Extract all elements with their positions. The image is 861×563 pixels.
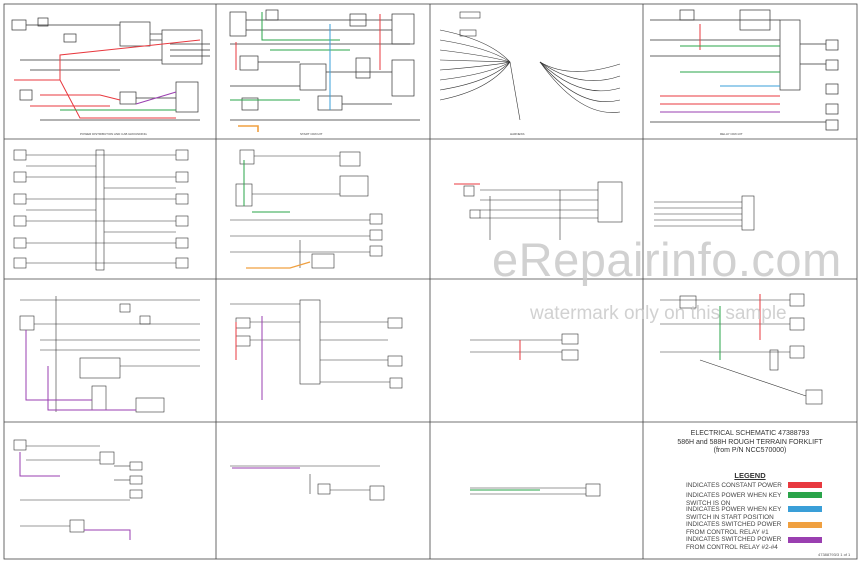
watermark-main: eRepairinfo.com [492,233,842,286]
panel-power-distribution: POWER DISTRIBUTION AND CAB GROUNDING [11,17,210,136]
panel-lighting-circuit [230,149,383,269]
panel-accessory-circuit [660,293,823,405]
panel-wire-harness: HARNESS [439,11,621,136]
panel-drive-circuit [19,296,200,413]
legend-item-key-on: INDICATES POWER WHEN KEY SWITCH IS ON [686,492,856,510]
legend-swatch-orange [788,522,822,528]
panel-sensor-circuit [654,195,755,231]
legend-label: INDICATES CONSTANT POWER [686,482,782,489]
watermark-sub: watermark only on this sample [530,303,787,324]
panel-wiper-circuit [230,465,385,501]
legend-item-key-start: INDICATES POWER WHEN KEY SWITCH IN START… [686,506,856,524]
legend-item-relay-2-4: INDICATES SWITCHED POWER FROM CONTROL RE… [686,536,856,554]
panel-start-circuit: START CIRCUIT [229,9,420,136]
svg-text:START CIRCUIT: START CIRCUIT [300,132,323,136]
panel-optional-circuit [470,483,601,497]
svg-text:POWER DISTRIBUTION AND CAB GRO: POWER DISTRIBUTION AND CAB GROUNDING [80,132,148,136]
panel-horn-circuit [470,333,579,361]
model-title: 586H and 588H ROUGH TERRAIN FORKLIFT [677,438,823,446]
legend-title: LEGEND [734,471,766,480]
panel-hydraulic-circuit [230,299,403,400]
legend-label: INDICATES POWER WHEN KEY SWITCH IN START… [686,506,782,521]
legend-item-constant-power: INDICATES CONSTANT POWER [686,482,856,500]
legend-label: INDICATES POWER WHEN KEY SWITCH IS ON [686,492,782,507]
panel-gauge-circuit [13,149,189,271]
panel-rear-lights [13,439,143,540]
drawing-number: 47388793/3 1 of 1 [818,552,851,557]
legend-swatch-green [788,492,822,498]
svg-text:HARNESS: HARNESS [510,132,525,136]
legend-label: INDICATES SWITCHED POWER FROM CONTROL RE… [686,521,782,536]
legend-swatch-purple [788,537,822,543]
schematic-title: ELECTRICAL SCHEMATIC 47388793 [690,430,810,437]
panel-transmission-circuit [454,181,623,240]
svg-text:RELAY CIRCUIT: RELAY CIRCUIT [720,132,743,136]
legend-label: INDICATES SWITCHED POWER FROM CONTROL RE… [686,536,782,551]
legend-swatch-red [788,482,822,488]
serial-range: (from P/N NCC570000) [713,447,787,454]
legend-item-relay-1: INDICATES SWITCHED POWER FROM CONTROL RE… [686,521,856,539]
legend-swatch-blue [788,506,822,512]
title-block: ELECTRICAL SCHEMATIC 47388793 586H and 5… [646,430,854,456]
panel-relay-circuit: RELAY CIRCUIT [650,9,839,136]
panel-grid [3,3,858,560]
